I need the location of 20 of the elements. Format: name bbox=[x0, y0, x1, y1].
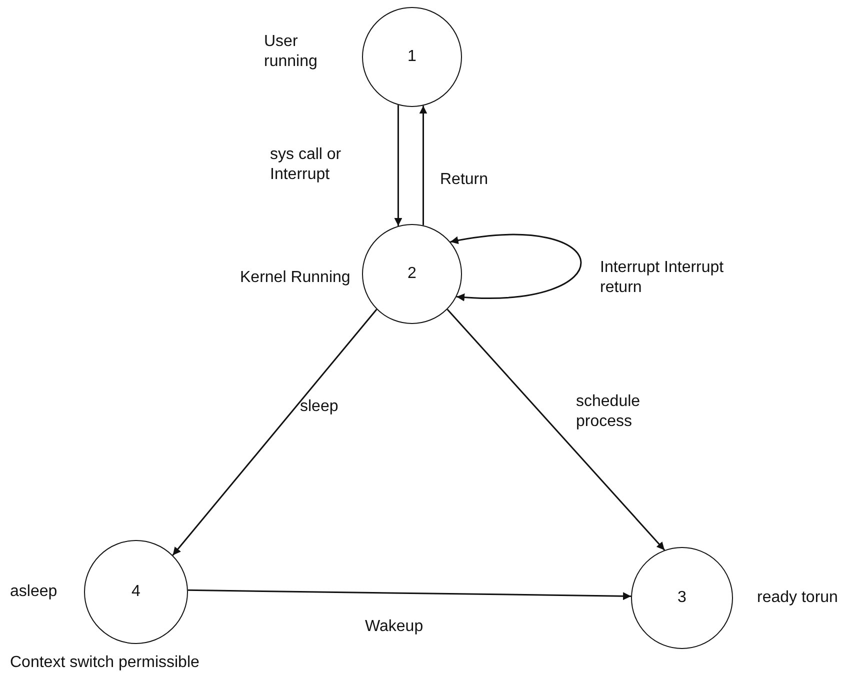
state-number: 4 bbox=[132, 583, 140, 601]
arrow bbox=[394, 105, 402, 226]
edge-label: schedule process bbox=[576, 392, 642, 432]
edge-label: Wakeup bbox=[365, 617, 424, 637]
state-label: Context switch permissible bbox=[10, 653, 200, 673]
arrow bbox=[172, 308, 378, 556]
edge-label: sys call or Interrupt bbox=[270, 145, 342, 185]
state-number: 3 bbox=[678, 589, 686, 607]
state-label: asleep bbox=[10, 582, 58, 602]
state-number: 2 bbox=[408, 265, 416, 283]
state-label: User running bbox=[264, 32, 318, 72]
state-number: 1 bbox=[408, 48, 416, 66]
arrow bbox=[450, 234, 582, 301]
edge-label: sleep bbox=[300, 397, 340, 417]
arrow bbox=[419, 106, 428, 226]
arrow bbox=[188, 589, 632, 600]
edge-label: Return bbox=[440, 170, 490, 190]
edge-label: Interrupt Interrupt return bbox=[600, 258, 725, 298]
state-label: ready torun bbox=[757, 588, 839, 608]
state-label: Kernel Running bbox=[240, 268, 352, 288]
